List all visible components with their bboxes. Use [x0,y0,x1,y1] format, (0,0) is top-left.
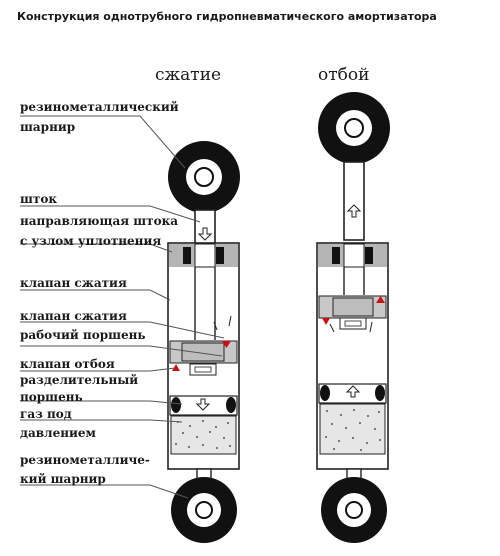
label-piston: рабочий поршень [20,328,146,342]
top-bushing-rebound [318,92,390,164]
leader-bushing-top [20,115,186,169]
label-separator-1: разделительный [20,373,138,387]
leader-comp-valve [20,321,225,339]
bottom-bushing-compression [171,477,237,543]
leader-gas [20,419,183,423]
leader-bushing-bottom [20,484,189,499]
leader-rebound-valve [20,367,176,372]
leader-rod [20,205,201,223]
rod-guide-compression [169,243,238,268]
leader-separator [20,400,183,405]
shock-compression [167,141,240,543]
diagram-title: Конструкция однотрубного гидропневматиче… [17,10,437,23]
label-bushing-bottom-2: кий шарнир [20,472,106,486]
working-piston-rebound [318,295,387,330]
label-comp-valve-1: клапан сжатия [20,276,127,290]
rebound-valve-marker [322,318,330,325]
label-rod-guide-1: направляющая штока [20,214,178,228]
leader-piston [20,345,223,357]
rebound-valve-marker [172,364,180,371]
label-rod-guide-2: с узлом уплотнения [20,234,161,248]
label-separator-2: поршень [20,390,83,404]
compression-valve-marker [222,341,231,348]
rod-rebound [343,161,365,241]
label-comp-valve-2: клапан сжатия [20,309,127,323]
shock-rebound [316,92,390,543]
separator-piston-compression [169,395,238,416]
label-bushing-top-2: шарнир [20,120,75,134]
label-gas-2: давлением [20,426,97,440]
top-bushing-compression [168,141,240,213]
gas-chamber-rebound [319,403,386,455]
working-piston-compression [169,340,238,376]
leader-rod-guide [20,243,173,253]
mode-label-rebound: отбой [318,65,369,85]
label-bushing-bottom-1: резинометалличе- [20,453,150,467]
label-rod: шток [20,192,57,206]
leader-cylinder [20,289,171,301]
label-rebound-valve: клапан отбоя [20,357,115,371]
rod-guide-rebound [318,243,387,268]
labels [20,115,225,499]
mode-label-compression: сжатие [155,65,221,85]
separator-piston-rebound [318,383,387,404]
label-gas-1: газ под [20,407,72,421]
compression-valve-marker [376,296,385,303]
bottom-bushing-rebound [321,477,387,543]
label-bushing-top-1: резинометаллический [20,100,179,114]
